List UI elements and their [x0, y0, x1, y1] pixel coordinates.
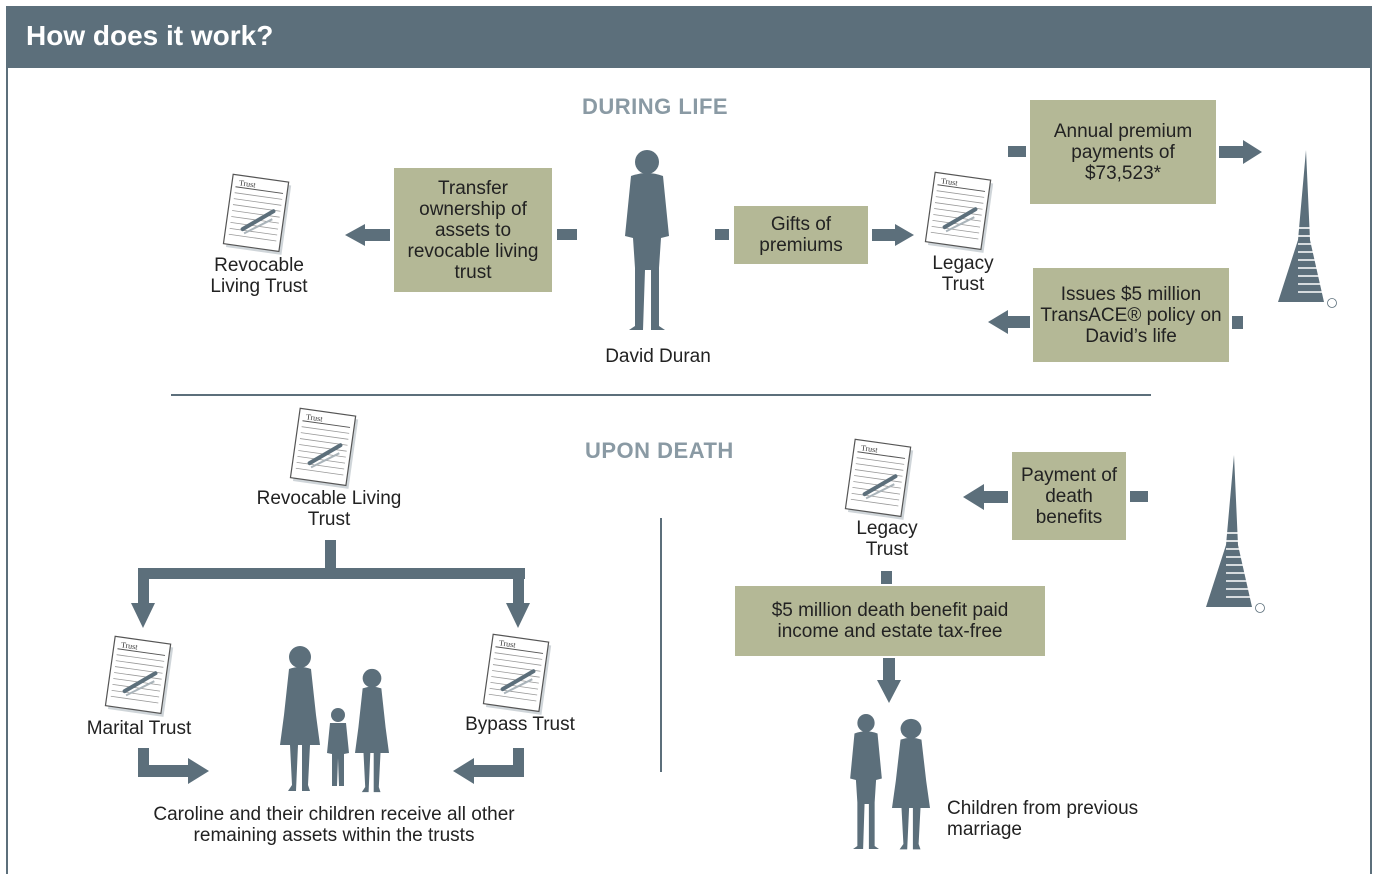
arrow-down-icon: [506, 568, 530, 628]
revocable-living-trust-label: Revocable Living Trust: [256, 488, 402, 530]
revocable-living-trust-label: Revocable Living Trust: [210, 255, 308, 297]
arrow-right-icon: [872, 224, 914, 246]
arrow-left-icon: [345, 224, 390, 246]
connector-stub: [1130, 491, 1148, 502]
connector-stub: [325, 540, 336, 568]
man-silhouette-icon: [625, 150, 669, 330]
annual-premium-box: Annual premium payments of $73,523*: [1030, 100, 1216, 204]
arrow-left-icon: [963, 484, 1008, 510]
elbow-arrow-icon: [453, 748, 524, 784]
elbow-arrow-icon: [138, 748, 209, 784]
payment-of-death-benefits-box: Payment of death benefits: [1012, 452, 1126, 540]
trust-document-icon: [288, 406, 361, 491]
gifts-of-premiums-box: Gifts of premiums: [734, 206, 868, 264]
legacy-trust-label: Legacy Trust: [856, 518, 918, 560]
arrow-down-icon: [877, 658, 901, 703]
connector-stub: [1008, 146, 1026, 157]
trust-document-caption: Trust: [120, 640, 138, 651]
trust-document-caption: Trust: [940, 176, 958, 187]
company-tower-logo: [1277, 149, 1338, 309]
transfer-ownership-box: Transfer ownership of assets to revocabl…: [394, 168, 552, 292]
trust-document-icon: [221, 172, 294, 257]
girl-silhouette-icon: [355, 668, 389, 793]
woman-silhouette-icon: [892, 718, 930, 850]
child-silhouette-icon: [327, 708, 349, 786]
trust-document-caption: Trust: [498, 638, 516, 649]
company-tower-logo: [1205, 454, 1266, 614]
trust-document-icon: [481, 632, 554, 717]
trust-document-icon: [843, 437, 916, 522]
connector-stub: [715, 229, 729, 240]
page-title: How does it work?: [26, 20, 274, 51]
arrow-down-icon: [131, 568, 155, 628]
split-connector: [138, 568, 525, 579]
header-bar: How does it work?: [6, 6, 1372, 68]
trust-document-caption: Trust: [860, 443, 878, 454]
marital-trust-label: Marital Trust: [86, 718, 192, 739]
family-caption: Caroline and their children receive all …: [153, 804, 515, 846]
connector-stub: [557, 229, 577, 240]
trust-document-caption: Trust: [238, 178, 256, 189]
section-title-upon-death: UPON DEATH: [585, 438, 734, 463]
death-benefit-box: $5 million death benefit paid income and…: [735, 586, 1045, 656]
connector-stub: [1232, 316, 1243, 329]
man-silhouette-icon: [850, 714, 882, 849]
section-title-during-life: DURING LIFE: [582, 94, 729, 119]
arrow-left-icon: [988, 310, 1030, 334]
children-caption: Children from previous marriage: [947, 798, 1139, 840]
bypass-trust-label: Bypass Trust: [465, 714, 575, 735]
connector-stub: [881, 571, 892, 584]
arrow-right-icon: [1219, 140, 1262, 164]
trust-document-caption: Trust: [305, 412, 323, 423]
person-label: David Duran: [605, 346, 711, 367]
trust-document-icon: [103, 634, 176, 719]
issues-policy-box: Issues $5 million TransACE® policy on Da…: [1033, 268, 1229, 362]
woman-silhouette-icon: [280, 646, 320, 791]
legacy-trust-label: Legacy Trust: [932, 253, 994, 295]
trust-document-icon: [923, 170, 996, 255]
